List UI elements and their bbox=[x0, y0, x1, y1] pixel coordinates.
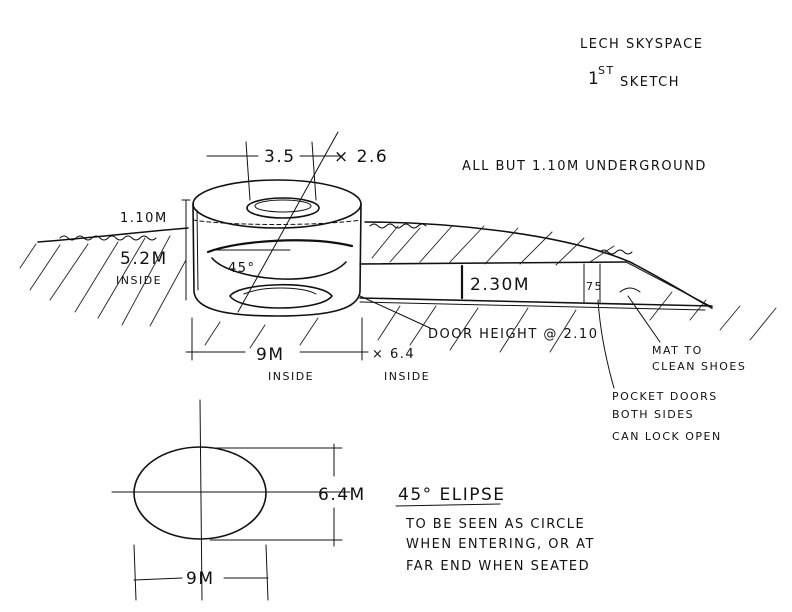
height-dimension bbox=[181, 199, 191, 301]
plan-ellipse-view bbox=[111, 399, 351, 601]
svg-text:1: 1 bbox=[588, 69, 600, 89]
entry-tunnel bbox=[359, 261, 713, 311]
pocket-note-line-2: BOTH SIDES bbox=[612, 408, 694, 421]
door-height-label: DOOR HEIGHT @ 2.10 bbox=[428, 327, 598, 342]
above-ground-label: 1.10M bbox=[120, 211, 168, 226]
pocket-doors-leader bbox=[597, 299, 615, 389]
pocket-note-line-1: POCKET DOORS bbox=[612, 390, 718, 403]
width-note: INSIDE bbox=[268, 370, 314, 383]
ellipse-note-line-3: FAR END WHEN SEATED bbox=[406, 559, 590, 574]
width-label: 9M bbox=[256, 345, 284, 365]
svg-text:ST: ST bbox=[598, 64, 615, 77]
top-diameter-label: 3.5 bbox=[264, 147, 296, 167]
small-dimension-label: 75 bbox=[586, 280, 603, 293]
width-dimension bbox=[185, 317, 369, 361]
mat-leader bbox=[627, 295, 661, 343]
angle-label: 45° bbox=[228, 261, 256, 276]
mat-note-line-2: CLEAN SHOES bbox=[652, 360, 746, 373]
skyspace-cylinder bbox=[192, 131, 362, 317]
top-diameter-dimension bbox=[206, 141, 341, 201]
ellipse-heading: 45° ELIPSE bbox=[398, 485, 506, 505]
plan-vertical-dim: 6.4M bbox=[318, 485, 366, 505]
inside-height-note: INSIDE bbox=[116, 274, 162, 287]
svg-text:SKETCH: SKETCH bbox=[620, 75, 680, 90]
mat-note-line-1: MAT TO bbox=[652, 344, 703, 357]
top-depth-label: × 2.6 bbox=[334, 147, 388, 167]
plan-horizontal-dim: 9M bbox=[186, 569, 214, 589]
door-height-leader bbox=[359, 295, 431, 329]
tunnel-height-label: 2.30M bbox=[470, 275, 530, 295]
ellipse-note-line-1: TO BE SEEN AS CIRCLE bbox=[405, 517, 585, 532]
ellipse-note-line-2: WHEN ENTERING, OR AT bbox=[406, 537, 595, 552]
sketch-subtitle: 1 ST SKETCH bbox=[588, 64, 680, 90]
earth-hatching bbox=[19, 225, 777, 353]
underground-note: ALL BUT 1.10M UNDERGROUND bbox=[462, 159, 707, 174]
ellipse-heading-underline bbox=[395, 503, 501, 507]
inside-height-label: 5.2M bbox=[120, 249, 168, 269]
depth-label: × 6.4 bbox=[372, 347, 415, 362]
depth-note: INSIDE bbox=[384, 370, 430, 383]
pocket-note-line-3: CAN LOCK OPEN bbox=[612, 430, 722, 443]
sketch-title: LECH SKYSPACE bbox=[580, 37, 703, 52]
